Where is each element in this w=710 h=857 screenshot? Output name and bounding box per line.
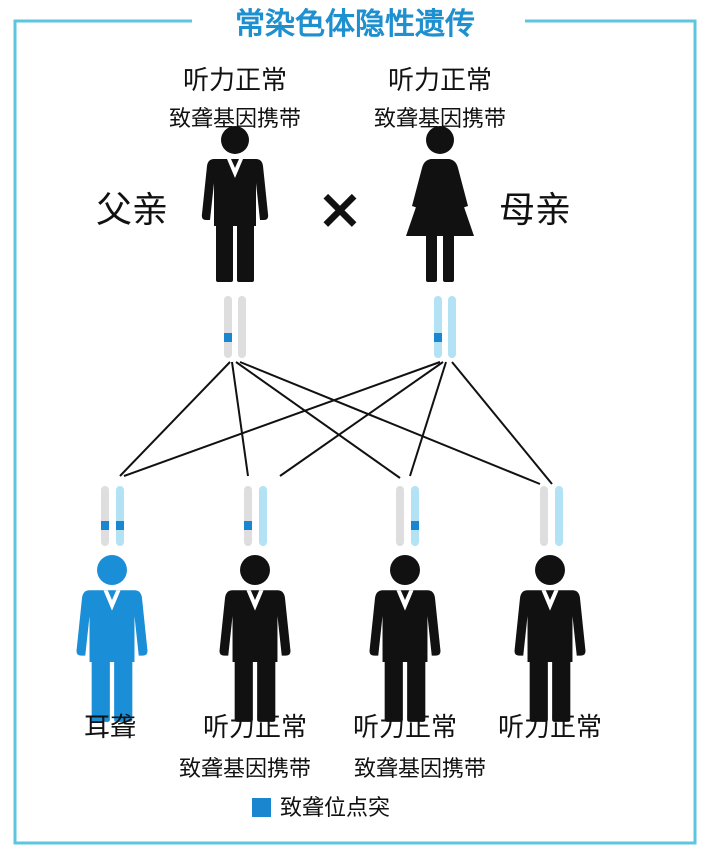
child3-status: 听力正常 (353, 713, 457, 743)
child2-figure-icon (219, 555, 291, 722)
mother-status: 听力正常 (388, 66, 492, 96)
child2-status: 听力正常 (203, 713, 307, 743)
child1-chromosome-pair (101, 486, 124, 546)
father-label: 父亲 (96, 190, 168, 231)
father-info: 听力正常 致聋基因携带 父亲 (96, 66, 301, 231)
mother-info: 听力正常 致聋基因携带 母亲 (374, 66, 571, 231)
child2-carrier: 致聋基因携带 (179, 757, 311, 782)
child3-figure-icon (369, 555, 441, 722)
child3-carrier: 致聋基因携带 (354, 757, 486, 782)
father-status: 听力正常 (183, 66, 287, 96)
inheritance-lines (119, 361, 553, 485)
child1-status: 耳聋 (84, 713, 136, 743)
child3-chromosome-pair (396, 486, 419, 546)
child2-chromosome-pair (244, 486, 267, 546)
legend-swatch (252, 798, 271, 817)
mother-figure-icon (406, 126, 474, 282)
child1-figure-icon (76, 555, 148, 722)
legend-label: 致聋位点突 (280, 796, 390, 821)
father-chromosome-pair (224, 296, 246, 358)
child4-status: 听力正常 (498, 713, 602, 743)
children-labels: 耳聋 听力正常 听力正常 听力正常 致聋基因携带 致聋基因携带 (84, 713, 602, 782)
cross-symbol: × (317, 177, 364, 242)
frame (13, 19, 697, 845)
mother-label: 母亲 (499, 190, 571, 231)
child4-figure-icon (514, 555, 586, 722)
legend: 致聋位点突 (252, 796, 390, 821)
mother-chromosome-pair (434, 296, 456, 358)
father-figure-icon (201, 126, 269, 282)
child4-chromosome-pair (540, 486, 563, 546)
diagram-title: 常染色体隐性遗传 (235, 7, 475, 42)
